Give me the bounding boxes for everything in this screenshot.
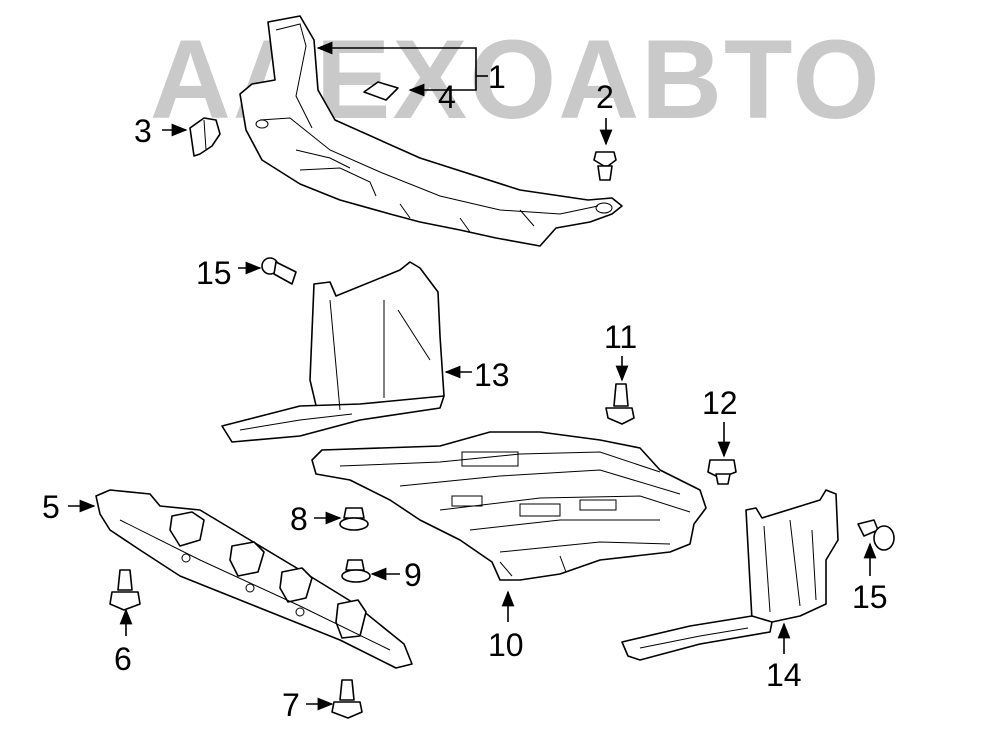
callout-9: 9 bbox=[404, 557, 422, 593]
part-5-front-deflector bbox=[95, 489, 413, 669]
part-10-under-cover bbox=[311, 431, 707, 581]
part-7-bolt bbox=[331, 679, 363, 719]
callout-4: 4 bbox=[438, 79, 456, 115]
leader-lines bbox=[68, 41, 877, 711]
callout-5: 5 bbox=[42, 489, 60, 525]
callout-10: 10 bbox=[488, 627, 524, 663]
callout-13: 13 bbox=[474, 357, 510, 393]
callout-1: 1 bbox=[488, 59, 506, 95]
part-4-label bbox=[363, 81, 399, 101]
callout-2: 2 bbox=[596, 79, 614, 115]
callout-15-lower: 15 bbox=[852, 579, 888, 615]
part-3-bracket bbox=[189, 117, 221, 157]
callout-14: 14 bbox=[766, 657, 802, 693]
callout-15-upper: 15 bbox=[196, 255, 232, 291]
callout-11: 11 bbox=[604, 319, 637, 355]
part-13-side-shield bbox=[221, 261, 445, 443]
callout-8: 8 bbox=[290, 501, 308, 537]
part-15-clip-right bbox=[857, 519, 895, 551]
part-15-bolt-upper bbox=[261, 257, 297, 285]
part-9-nut bbox=[341, 559, 371, 583]
part-2-clip bbox=[593, 151, 617, 181]
part-14-side-shield bbox=[621, 489, 839, 661]
part-12-clip bbox=[707, 459, 737, 485]
part-1-upper-cover bbox=[239, 15, 623, 247]
part-6-bolt bbox=[109, 569, 141, 611]
callout-7: 7 bbox=[282, 687, 300, 723]
part-8-nut bbox=[339, 507, 369, 531]
part-11-bolt bbox=[605, 383, 635, 425]
callout-3: 3 bbox=[134, 113, 152, 149]
callout-labels: 1 2 3 4 5 6 7 8 9 10 11 12 13 14 15 15 bbox=[42, 59, 888, 723]
callout-6: 6 bbox=[114, 641, 132, 677]
callout-12: 12 bbox=[702, 385, 738, 421]
